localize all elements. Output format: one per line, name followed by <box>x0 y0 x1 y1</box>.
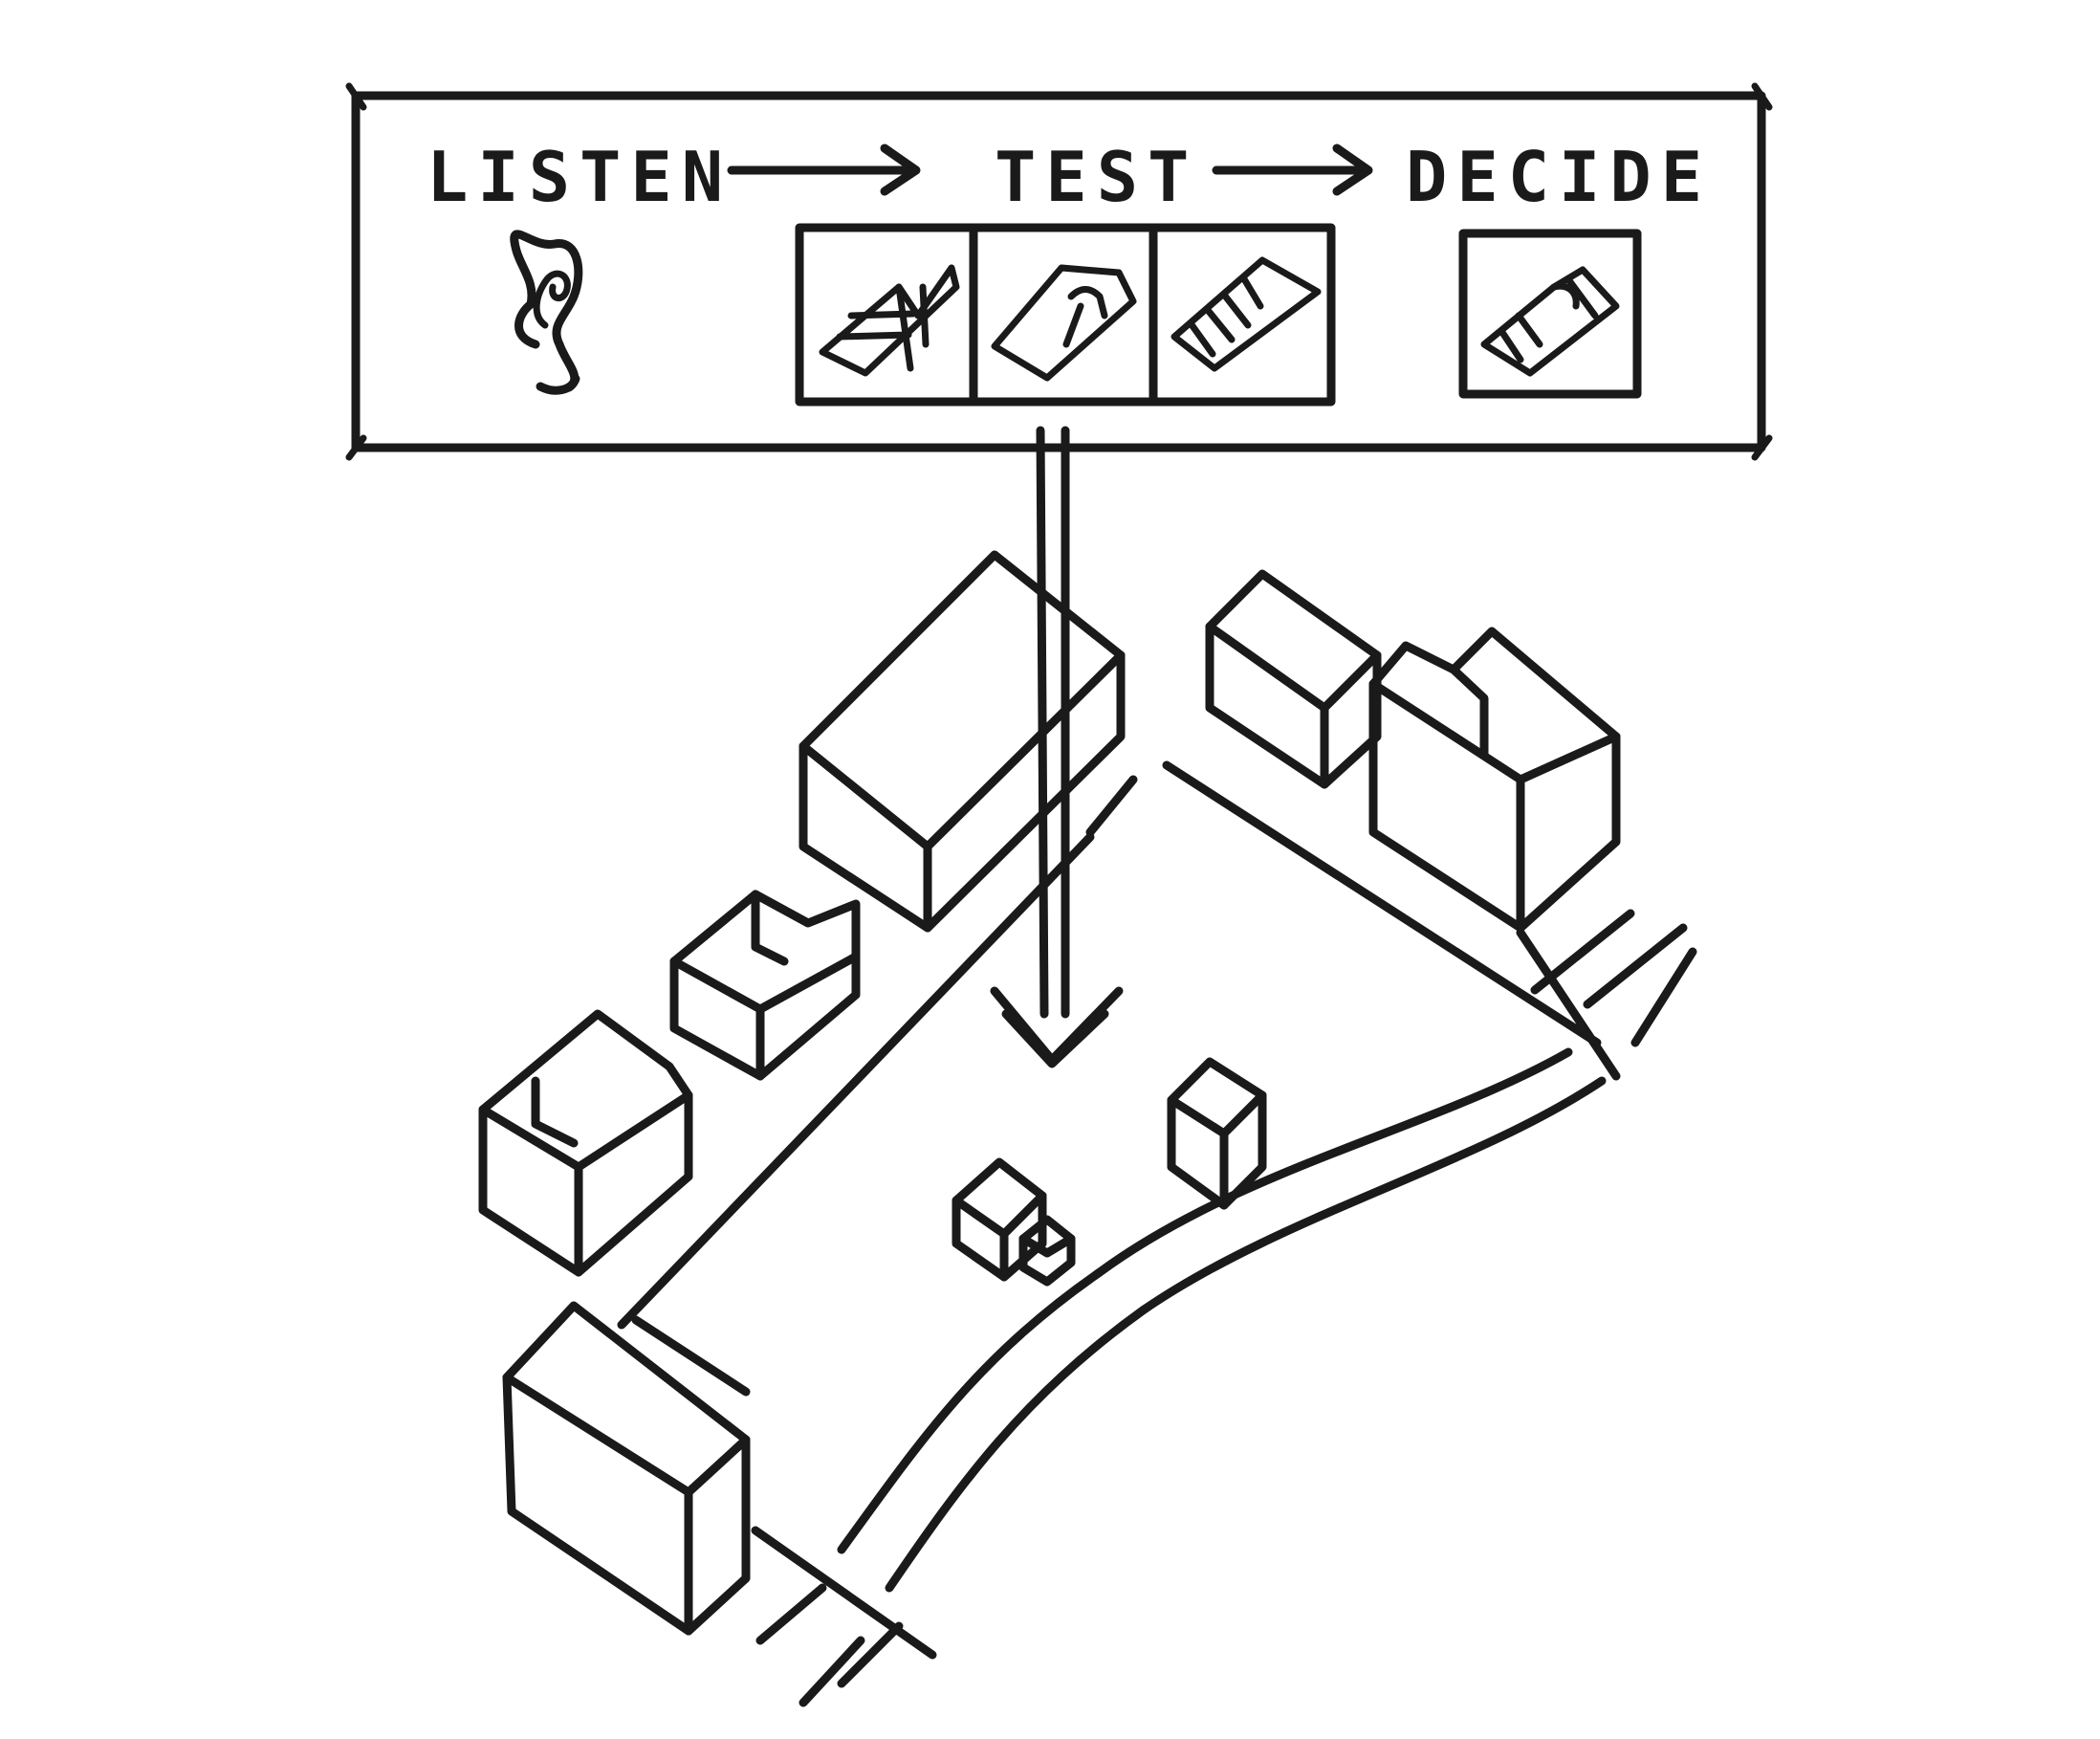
building <box>478 1009 693 1277</box>
building <box>1368 627 1621 933</box>
decide-frame <box>1458 229 1642 399</box>
design-option-icon <box>991 264 1137 382</box>
curved-road <box>837 1047 1607 1593</box>
isometric-street-site-icon <box>478 550 1697 1707</box>
ear-icon <box>510 230 583 395</box>
step-label-listen: LISTEN <box>427 137 733 217</box>
building <box>669 890 861 1081</box>
building <box>798 550 1126 933</box>
connector-arrow <box>990 426 1124 1068</box>
building <box>502 1301 751 1636</box>
plaza-outline <box>617 760 1602 1397</box>
arrow-test-to-decide <box>1212 143 1373 196</box>
kiosk <box>952 1157 1076 1287</box>
design-option-icon <box>819 264 960 377</box>
street-lines <box>1516 909 1697 1081</box>
street-lines <box>751 1526 937 1707</box>
step-label-test: TEST <box>995 137 1198 217</box>
design-option-icon <box>1170 256 1322 372</box>
chosen-design-icon <box>1480 266 1620 377</box>
building <box>1205 569 1382 789</box>
step-label-decide: DECIDE <box>1406 137 1712 217</box>
process-banner: LISTEN TEST DECIDE <box>345 82 1773 461</box>
pavilion <box>1167 1057 1267 1210</box>
arrow-listen-to-test <box>727 143 921 196</box>
test-options-strip <box>795 223 1336 407</box>
